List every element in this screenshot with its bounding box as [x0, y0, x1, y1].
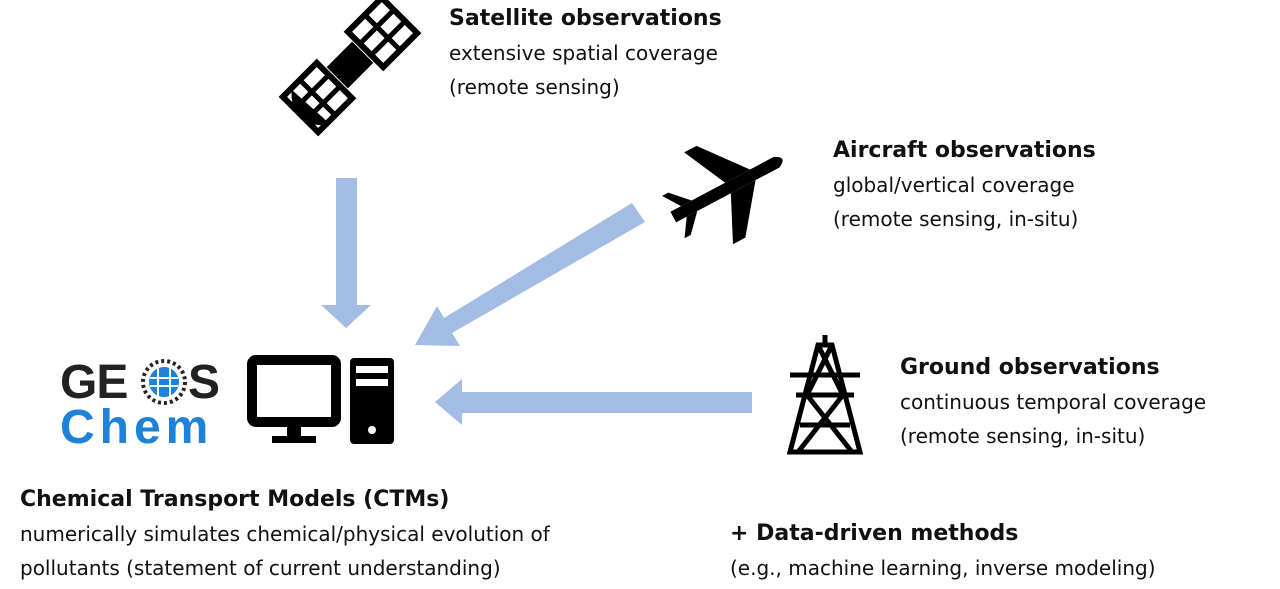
- geos-globe-icon: [141, 359, 187, 405]
- ctm-title: Chemical Transport Models (CTMs): [20, 487, 450, 512]
- datadriven-title: + Data-driven methods: [730, 521, 1019, 546]
- ctm-line2: pollutants (statement of current underst…: [20, 556, 501, 580]
- aircraft-title: Aircraft observations: [833, 138, 1096, 163]
- ground-title: Ground observations: [900, 355, 1160, 380]
- datadriven-text: + Data-driven methods (e.g., machine lea…: [730, 517, 1156, 585]
- satellite-text: Satellite observations extensive spatial…: [449, 2, 722, 104]
- arrow-satellite-to-ctm: [321, 178, 371, 328]
- arrow-aircraft-to-ctm: [415, 203, 645, 346]
- ground-line2: (remote sensing, in-situ): [900, 424, 1146, 448]
- ground-text: Ground observations continuous temporal …: [900, 351, 1206, 453]
- arrow-ground-to-ctm: [435, 379, 752, 425]
- datadriven-line1: (e.g., machine learning, inverse modelin…: [730, 556, 1156, 580]
- aircraft-line1: global/vertical coverage: [833, 173, 1075, 197]
- satellite-line1: extensive spatial coverage: [449, 41, 718, 65]
- transmission-tower-icon: [786, 335, 864, 455]
- satellite-line2: (remote sensing): [449, 75, 620, 99]
- computer-icon: [247, 355, 394, 444]
- aircraft-line2: (remote sensing, in-situ): [833, 207, 1079, 231]
- ctm-line1: numerically simulates chemical/physical …: [20, 522, 550, 546]
- airplane-icon: [661, 145, 783, 245]
- ground-line1: continuous temporal coverage: [900, 390, 1207, 414]
- satellite-title: Satellite observations: [449, 6, 722, 31]
- logo-geos-s: S: [188, 356, 221, 409]
- aircraft-text: Aircraft observations global/vertical co…: [833, 134, 1096, 236]
- logo-chem: Chem: [60, 401, 214, 454]
- ctm-text: Chemical Transport Models (CTMs) numeric…: [20, 483, 550, 585]
- logo-geos-ge: GE: [60, 356, 128, 409]
- satellite-dish-icon: [291, 90, 330, 126]
